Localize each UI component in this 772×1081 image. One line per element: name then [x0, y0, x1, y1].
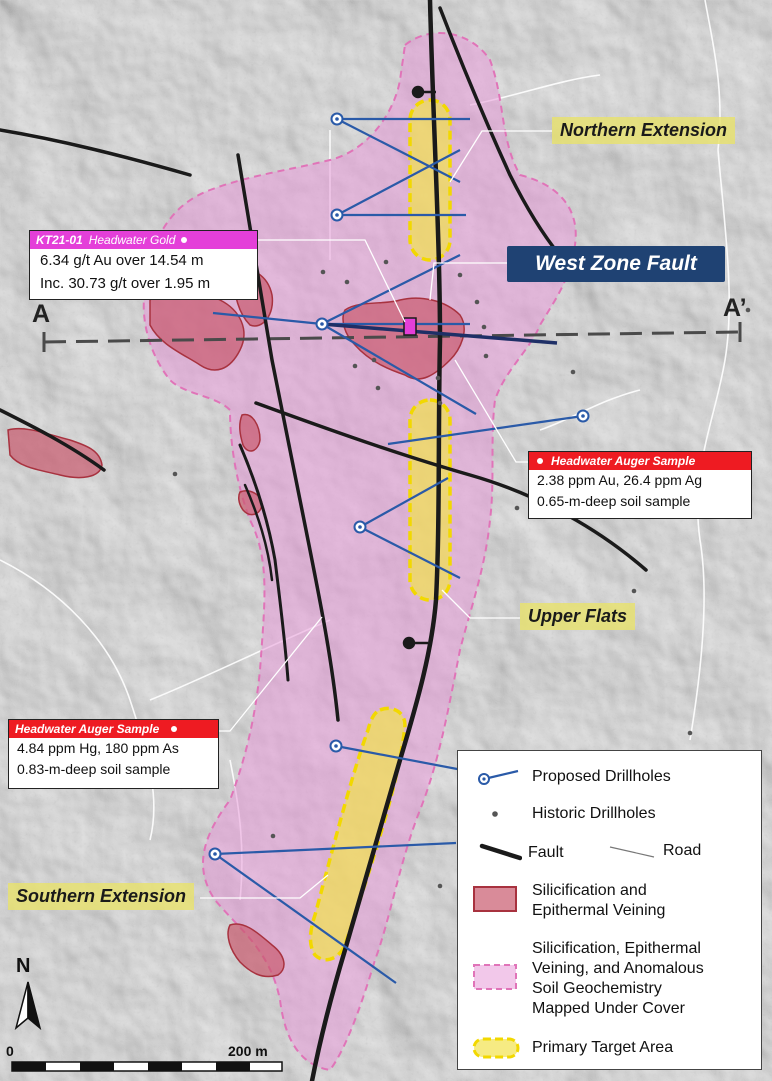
callout-title: Headwater Auger Sample [551, 454, 696, 468]
scale-start-label: 0 [6, 1043, 14, 1059]
legend-text: Proposed Drillholes [532, 768, 671, 785]
legend-text: Silicification, Epithermal [532, 940, 701, 957]
legend-target: Primary Target Area [458, 1033, 761, 1063]
legend-text: Epithermal Veining [532, 902, 666, 919]
upper-flats-label: Upper Flats [520, 603, 636, 630]
legend-historic: Historic Drillholes [458, 799, 761, 829]
historic-drillhole-icon [492, 811, 498, 817]
callout-header: KT21-01 Headwater Gold [30, 231, 257, 249]
leader-lines [200, 130, 552, 899]
legend-cover: Silicification, Epithermal Veining, and … [458, 937, 761, 1021]
callout-line: 4.84 ppm Hg, 180 ppm As [17, 740, 179, 756]
northern-extension-label: Northern Extension [552, 117, 736, 144]
legend-text: Soil Geochemistry [532, 980, 662, 997]
project-name: Headwater Gold [88, 233, 176, 247]
faults [0, 0, 648, 1081]
kt21-01-intercept-marker [403, 317, 417, 336]
legend-text: Road [663, 842, 702, 859]
proposed-drillholes [212, 117, 584, 984]
callout-header: Headwater Auger Sample [529, 452, 751, 470]
legend-fault-road: Fault Road [458, 837, 761, 867]
legend-text: Silicification and [532, 882, 647, 899]
scale-bar [11, 1061, 283, 1072]
section-line-a [43, 330, 741, 344]
callout-title: Headwater Auger Sample [15, 722, 160, 736]
callout-dot [537, 458, 543, 464]
southern-extension-label: Southern Extension [8, 883, 195, 910]
callout-header: Headwater Auger Sample [9, 720, 218, 738]
west-zone-fault-label: West Zone Fault [507, 246, 725, 282]
callout-line: 6.34 g/t Au over 14.54 m [40, 252, 204, 269]
fault-icon [479, 843, 522, 861]
section-a-prime-label: A’ [723, 294, 747, 322]
legend-text: Mapped Under Cover [532, 1000, 685, 1017]
north-arrow [14, 981, 42, 1031]
hole-id: KT21-01 [36, 233, 83, 247]
road-icon [609, 846, 655, 858]
callout-line: 0.65-m-deep soil sample [537, 493, 691, 509]
proposed-drillhole-collars [208, 112, 590, 861]
fault-dip-markers [402, 85, 436, 650]
map-legend: Proposed Drillholes Historic Drillholes … [457, 750, 762, 1070]
proposed-drillhole-icon [478, 769, 519, 785]
callout-line: 2.38 ppm Au, 26.4 ppm Ag [537, 472, 703, 488]
auger-sample-callout-south: Headwater Auger Sample 4.84 ppm Hg, 180 … [8, 719, 219, 789]
auger-sample-callout-north: Headwater Auger Sample 2.38 ppm Au, 26.4… [528, 451, 752, 519]
silicification-swatch [473, 886, 517, 912]
legend-text: Primary Target Area [532, 1039, 674, 1056]
callout-dot [181, 237, 188, 243]
legend-text: Fault [528, 844, 564, 861]
north-arrow-label: N [16, 955, 31, 977]
scale-end-label: 200 m [228, 1043, 268, 1059]
legend-text: Veining, and Anomalous [532, 960, 704, 977]
legend-proposed: Proposed Drillholes [458, 761, 761, 791]
callout-dot [171, 726, 178, 732]
primary-target-areas [308, 98, 452, 962]
legend-text: Historic Drillholes [532, 805, 656, 822]
kt21-01-callout: KT21-01 Headwater Gold 6.34 g/t Au over … [29, 230, 258, 300]
section-a-label: A [32, 300, 51, 328]
cover-zone-swatch [473, 964, 517, 990]
legend-silicification: Silicification and Epithermal Veining [458, 879, 761, 923]
target-area-swatch [472, 1037, 520, 1059]
callout-line: Inc. 30.73 g/t over 1.95 m [40, 275, 211, 292]
callout-line: 0.83-m-deep soil sample [17, 761, 171, 777]
historic-drillholes [172, 259, 751, 889]
